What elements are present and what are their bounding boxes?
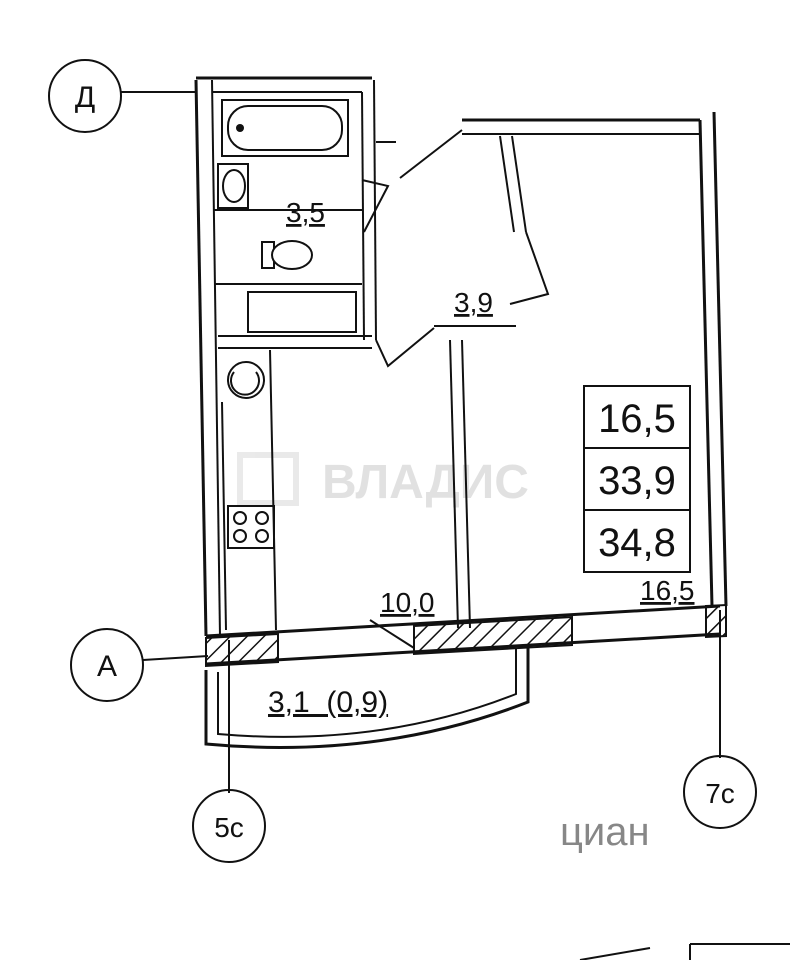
axis-7c-label: 7с <box>705 778 735 809</box>
area-summary-table: 16,5 33,9 34,8 <box>583 385 691 573</box>
room-living-area: 16,5 <box>640 575 695 606</box>
watermark-vladis: ВЛАДИС <box>237 452 529 509</box>
axis-7c-bubble <box>683 755 757 829</box>
summary-living-area: 16,5 <box>598 397 676 441</box>
axis-a-label: А <box>97 650 117 683</box>
balcony <box>204 646 530 749</box>
washer-icon <box>247 291 357 333</box>
axis-d-bubble <box>48 59 122 133</box>
watermark-brand-text: ВЛАДИС <box>322 456 529 509</box>
watermark-logo-icon <box>237 452 299 506</box>
room-bathroom-area: 3,5 <box>286 197 325 228</box>
room-hall-area: 3,9 <box>454 287 493 318</box>
watermark-source-text: циан <box>560 810 650 854</box>
toilet-icon <box>261 240 313 270</box>
bathtub-icon <box>221 99 349 157</box>
room-kitchen-area: 10,0 <box>380 587 435 618</box>
summary-total-area: 33,9 <box>598 459 676 503</box>
summary-total-with-balcony: 34,8 <box>598 521 676 565</box>
boiler-icon <box>227 361 265 399</box>
axis-d-label: Д <box>75 81 95 114</box>
axis-a-line <box>142 655 209 661</box>
stove-icon <box>227 505 275 549</box>
axis-5c-bubble <box>192 789 266 863</box>
axis-5c-label: 5с <box>214 812 244 843</box>
interior-walls <box>214 135 527 629</box>
kitchen-counter <box>221 349 277 631</box>
adjacent-plan-fragment <box>579 943 790 960</box>
axis-a-bubble <box>70 628 144 702</box>
sink-icon <box>217 163 249 209</box>
room-balcony-area: 3,1 (0,9) <box>268 686 388 719</box>
doors <box>361 129 550 649</box>
hatched-walls <box>205 603 727 668</box>
